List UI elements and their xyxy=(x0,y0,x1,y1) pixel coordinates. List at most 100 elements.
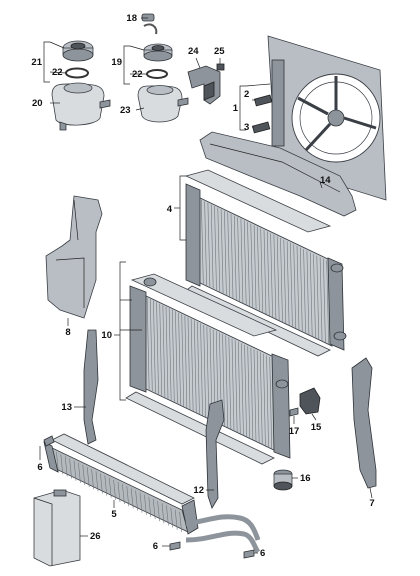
radiator-fin-line xyxy=(204,201,207,286)
radiator-fin-line xyxy=(263,353,266,446)
part-6-bolt-right xyxy=(243,549,255,559)
callout-21: 21 xyxy=(31,57,42,68)
radiator-fin-line xyxy=(247,346,251,439)
radiator-fin-line xyxy=(283,239,287,324)
part-8-air-guide-left xyxy=(45,195,103,319)
part-7-seal-strip xyxy=(351,357,377,489)
radiator-fin-line xyxy=(210,204,214,289)
callout-12: 12 xyxy=(193,485,204,496)
radiator-fin-line xyxy=(225,335,229,428)
radiator-fin-line xyxy=(217,207,221,292)
radiator-fin-line xyxy=(64,456,68,477)
radiator-fin-line xyxy=(184,315,188,408)
radiator-fin-line xyxy=(228,337,232,430)
radiator-fin-line xyxy=(257,226,260,311)
radiator-fin-line xyxy=(139,492,143,513)
radiator-fin-line xyxy=(250,347,254,440)
callout-23: 23 xyxy=(120,105,131,116)
callout-24: 24 xyxy=(188,46,199,57)
radiator-fin-line xyxy=(168,308,172,401)
radiator-fin-line xyxy=(178,312,181,405)
radiator-fin-line xyxy=(179,511,182,532)
radiator-fin-line xyxy=(290,242,293,327)
radiator-fin-line xyxy=(146,297,150,390)
radiator-fin-line xyxy=(162,305,166,398)
radiator-fin-line xyxy=(267,231,270,316)
radiator-fin-line xyxy=(231,338,235,431)
radiator-fin-line xyxy=(170,507,174,528)
callout-labels: 18 21 22 20 19 22 23 24 25 1 2 3 4 14 10… xyxy=(31,13,374,559)
callout-16: 16 xyxy=(300,473,311,484)
radiator-fin-line xyxy=(135,490,138,511)
callout-22-left: 22 xyxy=(52,67,63,78)
radiator-fin-line xyxy=(253,349,257,442)
callout-26: 26 xyxy=(90,531,101,542)
callout-3: 3 xyxy=(244,122,249,133)
radiator-fin-line xyxy=(256,350,260,443)
radiator-fin-line xyxy=(296,245,300,331)
radiator-fin-line xyxy=(69,458,72,479)
radiator-fin-line xyxy=(313,253,316,339)
radiator-fin-line xyxy=(187,317,191,410)
part-16-rubber-mount xyxy=(273,469,293,491)
part-5-auxiliary-radiator xyxy=(43,433,199,535)
radiator-fin-line xyxy=(237,217,240,302)
part-24-bracket xyxy=(187,65,221,105)
callout-6-right: 6 xyxy=(260,548,265,559)
radiator-fin-line xyxy=(73,460,77,481)
part-18-hose-clip xyxy=(141,13,158,35)
radiator-fin-line xyxy=(234,340,238,433)
radiator-fin-line xyxy=(237,341,241,434)
radiator-fin-line xyxy=(293,244,296,329)
callout-5: 5 xyxy=(111,509,117,520)
part-23-expansion-tank xyxy=(137,85,189,123)
radiator-fin-line xyxy=(175,311,178,404)
radiator-fin-line xyxy=(253,225,257,310)
radiator-fin-line xyxy=(206,326,210,419)
callout-6-mid: 6 xyxy=(153,541,158,552)
radiator-fin-line xyxy=(230,213,234,299)
radiator-fin-line xyxy=(113,479,116,500)
radiator-fin-line xyxy=(174,509,178,530)
radiator-fin-line xyxy=(224,210,227,295)
callout-10: 10 xyxy=(101,330,112,341)
radiator-fin-line xyxy=(260,228,263,313)
radiator-fin-line xyxy=(323,258,326,343)
radiator-fin-line xyxy=(222,334,225,427)
radiator-fin-line xyxy=(220,209,224,294)
radiator-fin-line xyxy=(266,355,269,448)
part-13-seal-strip xyxy=(83,329,99,445)
radiator-fin-line xyxy=(78,462,81,483)
radiator-fin-line xyxy=(273,234,277,319)
radiator-fin-line xyxy=(234,215,237,300)
radiator-fin-line xyxy=(241,343,244,436)
radiator-fin-line xyxy=(316,255,320,340)
radiator-fin-line xyxy=(197,321,200,414)
part-22-seal-right xyxy=(146,69,168,79)
callout-8: 8 xyxy=(65,327,70,338)
radiator-fin-line xyxy=(227,212,230,297)
radiator-fin-line xyxy=(309,252,313,337)
callout-19: 19 xyxy=(111,57,122,68)
radiator-fin-line xyxy=(171,309,175,402)
part-1-fan-shroud xyxy=(267,35,387,201)
part-21-cap xyxy=(62,40,94,62)
radiator-fin-line xyxy=(190,318,194,411)
radiator-fin-line xyxy=(60,454,64,475)
callout-13: 13 xyxy=(61,402,72,413)
radiator-fin-line xyxy=(86,467,90,488)
part-26-coolant-container xyxy=(33,489,81,567)
radiator-fin-line xyxy=(95,471,99,492)
part-3-flap xyxy=(252,121,271,134)
part-19-cap xyxy=(143,43,173,62)
part-25-nut xyxy=(216,63,225,71)
radiator-fin-line xyxy=(166,505,169,526)
radiator-fin-line xyxy=(108,477,112,498)
part-20-expansion-tank xyxy=(51,82,111,131)
part-6-bolt-left xyxy=(43,435,55,447)
callout-4: 4 xyxy=(167,204,173,215)
radiator-fin-line xyxy=(156,302,159,395)
radiator-fin-line xyxy=(165,306,169,399)
